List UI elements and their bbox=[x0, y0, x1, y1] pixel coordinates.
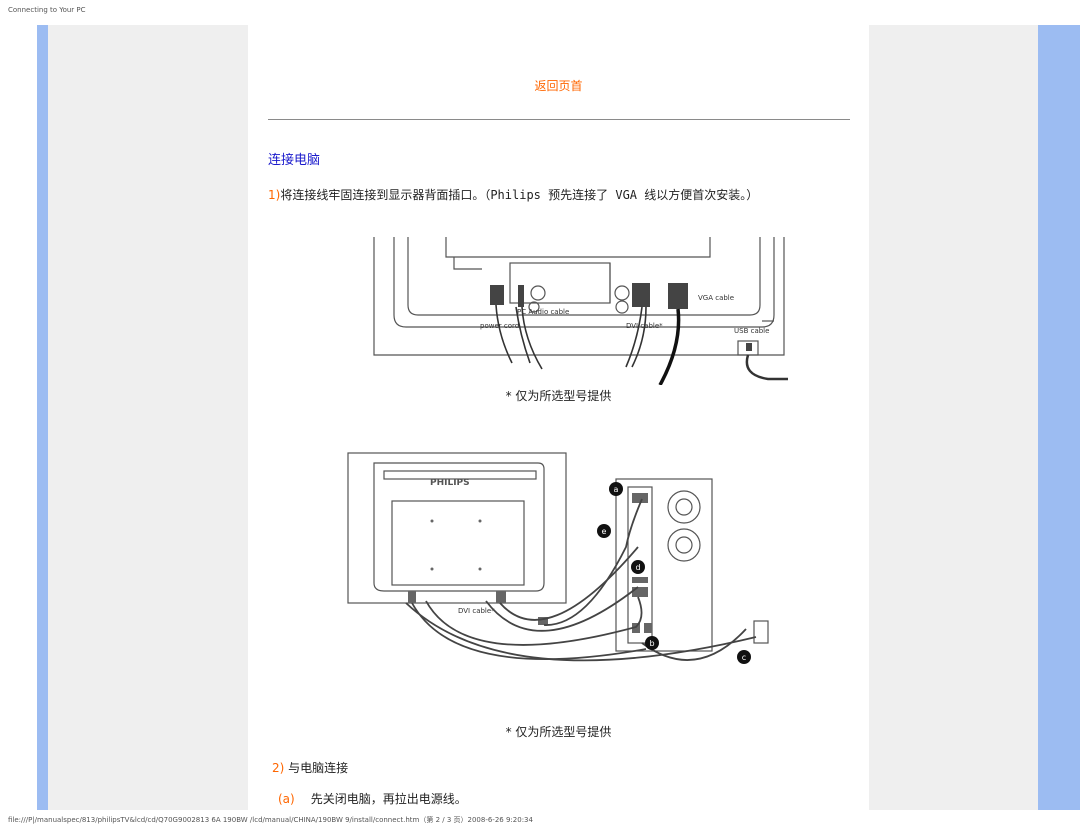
page-header: Connecting to Your PC bbox=[8, 6, 86, 14]
main-content: 返回页首 连接电脑 1)将连接线牢固连接到显示器背面插口。（Philips 预先… bbox=[248, 25, 869, 810]
step-2-text: 与电脑连接 bbox=[288, 761, 349, 775]
left-accent-bar bbox=[37, 25, 48, 810]
step-1: 1)将连接线牢固连接到显示器背面插口。（Philips 预先连接了 VGA 线以… bbox=[268, 186, 758, 203]
power-cord-label: power cord bbox=[480, 322, 519, 330]
dvi-cable-label-2: DVI cable* bbox=[458, 607, 495, 615]
connection-markers: a b c d e bbox=[597, 482, 751, 664]
step-2-number: 2) bbox=[272, 761, 285, 775]
philips-brand-label: PHILIPS bbox=[430, 478, 470, 488]
step-2: 2) 与电脑连接 bbox=[272, 759, 348, 776]
step-2a-text: 先关闭电脑，再拉出电源线。 bbox=[310, 792, 467, 806]
figure-2-caption: * 仅为所选型号提供 bbox=[505, 725, 612, 739]
pc-audio-cable-label: PC Audio cable bbox=[517, 308, 569, 316]
figure-1-caption: * 仅为所选型号提供 bbox=[505, 389, 612, 403]
step-2a-number: (a) bbox=[278, 792, 295, 806]
marker-b: b bbox=[649, 639, 654, 648]
section-title: 连接电脑 bbox=[268, 153, 321, 168]
monitor-rear-connector-illustration: PC Audio cable VGA cable power cord DVI … bbox=[373, 237, 788, 385]
marker-d: d bbox=[635, 563, 640, 572]
left-side-panel bbox=[48, 25, 248, 810]
step-1-number: 1) bbox=[268, 188, 281, 202]
right-side-panel bbox=[869, 25, 1038, 810]
dvi-cable-label: DVI cable* bbox=[626, 322, 663, 330]
usb-cable-label: USB cable bbox=[734, 327, 769, 335]
vga-cable-label: VGA cable bbox=[698, 294, 734, 302]
back-to-top-link[interactable]: 返回页首 bbox=[534, 79, 583, 93]
step-2a: (a) 先关闭电脑，再拉出电源线。 bbox=[278, 790, 467, 807]
divider bbox=[268, 119, 850, 120]
marker-e: e bbox=[602, 527, 607, 536]
marker-c: c bbox=[742, 653, 746, 662]
monitor-pc-connection-illustration: PHILIPS DVI cable* a b c d e bbox=[347, 452, 769, 664]
page-footer-path: file:///P|/manualspec/813/philipsTV&lcd/… bbox=[8, 816, 533, 824]
step-1-text: 将连接线牢固连接到显示器背面插口。（Philips 预先连接了 VGA 线以方便… bbox=[280, 188, 759, 202]
marker-a: a bbox=[614, 485, 619, 494]
right-accent-bar bbox=[1038, 25, 1080, 810]
